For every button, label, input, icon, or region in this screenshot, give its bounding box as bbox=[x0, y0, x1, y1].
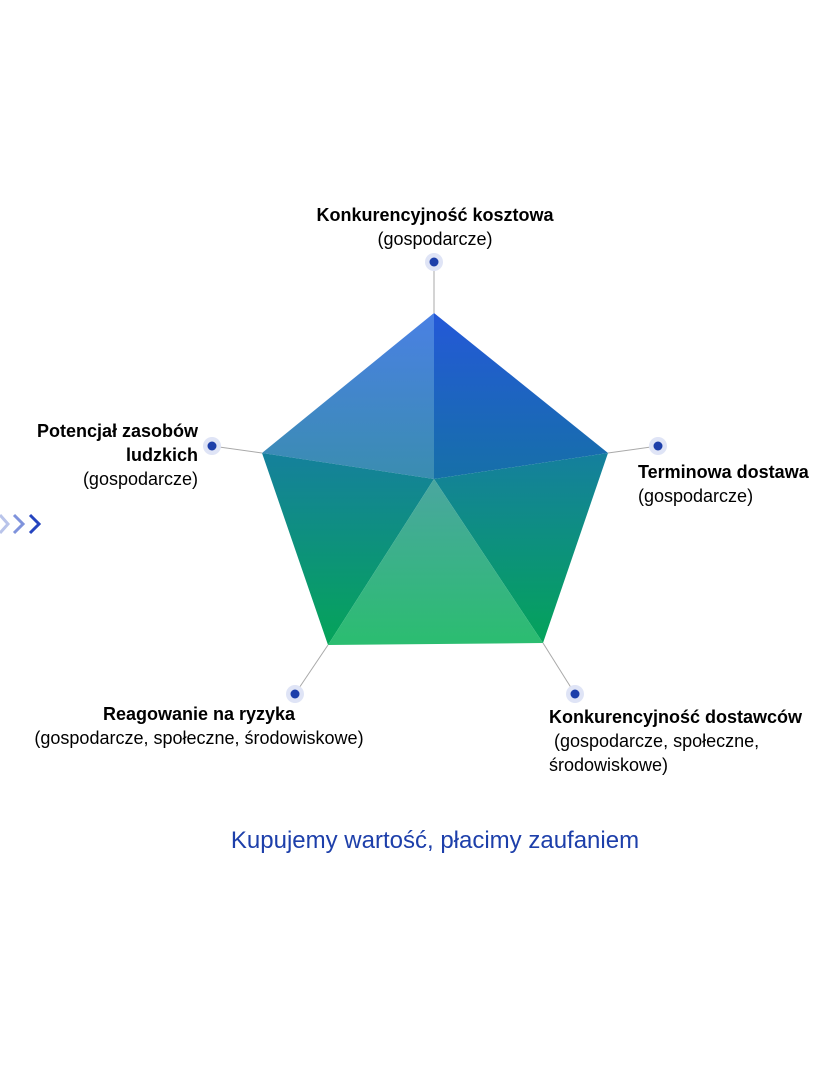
axis-label-human-resources: Potencjał zasobów ludzkich (gospodarcze) bbox=[8, 419, 198, 491]
axis-title-line2: ludzkich bbox=[125, 445, 198, 465]
axis-subtitle: (gospodarcze, społeczne, bbox=[549, 731, 760, 751]
slogan: Kupujemy wartość, płacimy zaufaniem bbox=[230, 827, 640, 854]
axis-subtitle: (gospodarcze) bbox=[638, 486, 754, 506]
dot-marker-icon bbox=[425, 253, 443, 271]
axis-label-supplier-competitiveness: Konkurencyjność dostawców (gospodarcze, … bbox=[549, 705, 827, 777]
axis-markers bbox=[203, 253, 667, 703]
segment-right bbox=[434, 453, 608, 643]
axis-label-on-time-delivery: Terminowa dostawa (gospodarcze) bbox=[638, 460, 828, 508]
axis-subtitle: (gospodarcze, społeczne, środowiskowe) bbox=[34, 728, 364, 748]
triple-chevron-right-icon[interactable] bbox=[0, 513, 42, 535]
axis-title: Reagowanie na ryzyka bbox=[102, 704, 296, 724]
axis-title: Konkurencyjność kosztowa bbox=[316, 205, 554, 225]
axis-subtitle-line2: środowiskowe) bbox=[549, 755, 669, 775]
connector-bottom-left bbox=[294, 644, 329, 695]
pentagon bbox=[262, 313, 608, 645]
segment-top-left bbox=[262, 313, 434, 479]
segment-left bbox=[262, 453, 434, 645]
axis-label-cost-competitiveness: Konkurencyjność kosztowa (gospodarcze) bbox=[250, 203, 620, 251]
axis-subtitle: (gospodarcze) bbox=[377, 229, 493, 249]
axis-title: Terminowa dostawa bbox=[638, 462, 809, 482]
dot-marker-icon bbox=[286, 685, 304, 703]
axis-label-risk-response: Reagowanie na ryzyka (gospodarcze, społe… bbox=[4, 702, 394, 750]
segment-bottom bbox=[328, 479, 543, 645]
axis-title: Konkurencyjność dostawców bbox=[549, 707, 803, 727]
segment-top-right bbox=[434, 313, 608, 479]
dot-marker-icon bbox=[203, 437, 221, 455]
axis-title: Potencjał zasobów bbox=[36, 421, 198, 441]
connector-bottom-right bbox=[542, 642, 576, 695]
dot-marker-icon bbox=[649, 437, 667, 455]
axis-subtitle: (gospodarcze) bbox=[82, 469, 198, 489]
dot-marker-icon bbox=[566, 685, 584, 703]
